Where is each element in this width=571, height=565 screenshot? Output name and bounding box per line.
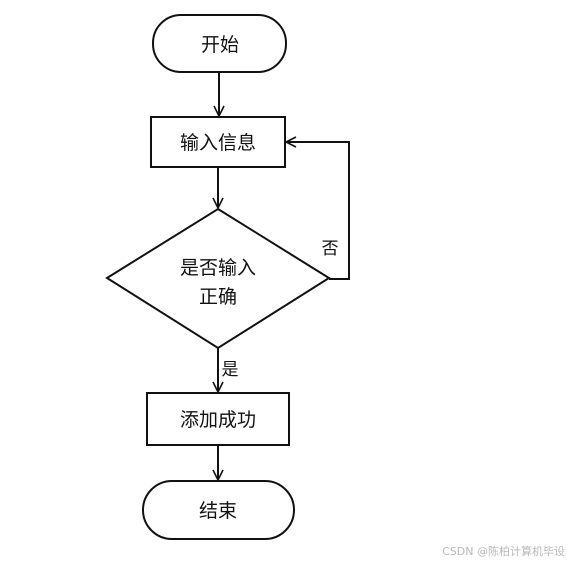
start-node: 开始 bbox=[152, 14, 287, 73]
input-node: 输入信息 bbox=[150, 116, 286, 168]
input-label: 输入信息 bbox=[180, 132, 256, 154]
decision-label-line1: 是否输入 bbox=[180, 257, 256, 279]
start-label: 开始 bbox=[201, 34, 239, 56]
edge-decision-no-loop bbox=[286, 142, 350, 280]
end-label: 结束 bbox=[199, 500, 237, 522]
decision-label-line2: 正确 bbox=[199, 286, 237, 308]
add-success-node: 添加成功 bbox=[146, 392, 290, 446]
end-node: 结束 bbox=[142, 480, 295, 540]
decision-node: 是否输入 正确 bbox=[105, 207, 331, 350]
edge-yes-label: 是 bbox=[222, 360, 239, 380]
watermark: CSDN @陈柏计算机毕设 bbox=[442, 545, 565, 558]
add-success-label: 添加成功 bbox=[180, 409, 256, 431]
edge-no-label: 否 bbox=[322, 239, 339, 259]
